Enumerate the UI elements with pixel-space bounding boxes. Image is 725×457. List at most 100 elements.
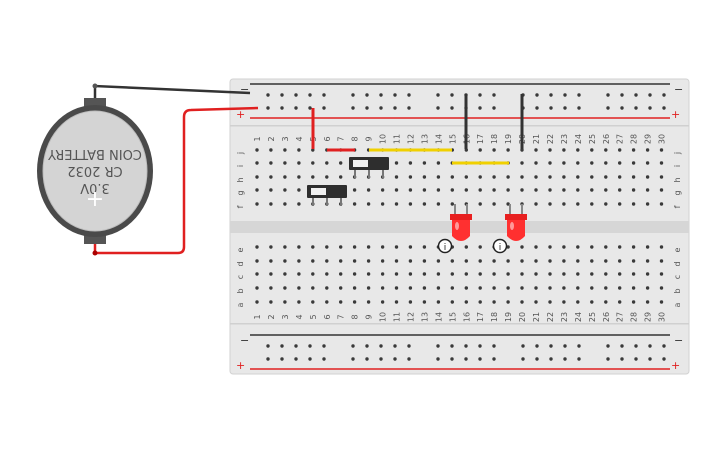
terminal-hole[interactable]	[297, 175, 301, 179]
rail-hole[interactable]	[407, 344, 411, 348]
terminal-hole[interactable]	[492, 259, 496, 263]
terminal-hole[interactable]	[492, 300, 496, 304]
terminal-hole[interactable]	[645, 188, 650, 192]
terminal-hole[interactable]	[534, 245, 538, 249]
terminal-hole[interactable]	[283, 272, 287, 276]
rail-hole[interactable]	[436, 344, 440, 348]
terminal-hole[interactable]	[631, 188, 636, 192]
terminal-hole[interactable]	[548, 202, 552, 206]
terminal-hole[interactable]	[590, 188, 594, 192]
rail-hole[interactable]	[308, 357, 312, 361]
rail-hole[interactable]	[450, 106, 454, 110]
rail-hole[interactable]	[492, 106, 496, 110]
rail-hole[interactable]	[577, 106, 581, 110]
terminal-hole[interactable]	[576, 188, 580, 192]
terminal-hole[interactable]	[352, 300, 357, 304]
terminal-hole[interactable]	[436, 300, 441, 304]
terminal-hole[interactable]	[422, 161, 427, 165]
terminal-hole[interactable]	[562, 148, 566, 152]
terminal-hole[interactable]	[506, 175, 510, 179]
terminal-hole[interactable]	[352, 286, 357, 290]
rail-hole[interactable]	[620, 344, 624, 348]
terminal-hole[interactable]	[325, 175, 329, 179]
rail-hole[interactable]	[365, 106, 369, 110]
terminal-hole[interactable]	[618, 300, 622, 304]
terminal-hole[interactable]	[645, 259, 650, 263]
rail-hole[interactable]	[662, 357, 666, 361]
rail-hole[interactable]	[634, 106, 638, 110]
terminal-hole[interactable]	[645, 272, 650, 276]
rail-hole[interactable]	[492, 357, 496, 361]
terminal-hole[interactable]	[520, 148, 524, 152]
terminal-hole[interactable]	[464, 300, 468, 304]
terminal-hole[interactable]	[590, 300, 594, 304]
terminal-hole[interactable]	[576, 272, 580, 276]
battery-negative-wire[interactable]	[93, 84, 251, 98]
terminal-hole[interactable]	[659, 286, 664, 290]
terminal-hole[interactable]	[520, 286, 524, 290]
terminal-hole[interactable]	[450, 175, 454, 179]
terminal-hole[interactable]	[297, 245, 301, 249]
rail-hole[interactable]	[308, 344, 312, 348]
rail-hole[interactable]	[563, 357, 567, 361]
terminal-hole[interactable]	[297, 272, 301, 276]
terminal-hole[interactable]	[422, 300, 427, 304]
rail-hole[interactable]	[351, 93, 355, 97]
terminal-hole[interactable]	[255, 245, 259, 249]
terminal-hole[interactable]	[450, 202, 454, 206]
terminal-hole[interactable]	[283, 161, 287, 165]
terminal-hole[interactable]	[464, 286, 468, 290]
terminal-hole[interactable]	[659, 259, 664, 263]
terminal-hole[interactable]	[618, 148, 622, 152]
terminal-hole[interactable]	[325, 259, 329, 263]
terminal-hole[interactable]	[422, 245, 427, 249]
terminal-hole[interactable]	[492, 202, 496, 206]
terminal-hole[interactable]	[436, 259, 441, 263]
terminal-hole[interactable]	[422, 272, 427, 276]
terminal-hole[interactable]	[506, 148, 510, 152]
terminal-hole[interactable]	[562, 286, 566, 290]
terminal-hole[interactable]	[325, 272, 329, 276]
terminal-hole[interactable]	[450, 286, 454, 290]
terminal-hole[interactable]	[269, 188, 273, 192]
rail-hole[interactable]	[393, 344, 397, 348]
rail-hole[interactable]	[266, 106, 270, 110]
terminal-hole[interactable]	[548, 188, 552, 192]
rail-hole[interactable]	[620, 357, 624, 361]
terminal-hole[interactable]	[618, 286, 622, 290]
terminal-hole[interactable]	[618, 175, 622, 179]
rail-hole[interactable]	[450, 93, 454, 97]
terminal-hole[interactable]	[534, 300, 538, 304]
rail-hole[interactable]	[407, 106, 411, 110]
terminal-hole[interactable]	[255, 202, 259, 206]
terminal-hole[interactable]	[464, 259, 468, 263]
terminal-hole[interactable]	[631, 259, 636, 263]
terminal-hole[interactable]	[325, 245, 329, 249]
terminal-hole[interactable]	[408, 300, 413, 304]
terminal-hole[interactable]	[325, 161, 329, 165]
terminal-hole[interactable]	[297, 161, 301, 165]
terminal-hole[interactable]	[590, 175, 594, 179]
terminal-hole[interactable]	[506, 202, 510, 206]
terminal-hole[interactable]	[380, 259, 385, 263]
terminal-hole[interactable]	[576, 259, 580, 263]
terminal-hole[interactable]	[631, 245, 636, 249]
terminal-hole[interactable]	[590, 148, 594, 152]
terminal-hole[interactable]	[255, 300, 259, 304]
rail-hole[interactable]	[407, 357, 411, 361]
rail-hole[interactable]	[308, 93, 312, 97]
terminal-hole[interactable]	[492, 148, 496, 152]
terminal-hole[interactable]	[450, 272, 454, 276]
terminal-hole[interactable]	[576, 286, 580, 290]
terminal-hole[interactable]	[339, 259, 343, 263]
rail-hole[interactable]	[294, 344, 298, 348]
rail-hole[interactable]	[464, 344, 468, 348]
rail-hole[interactable]	[407, 93, 411, 97]
rail-hole[interactable]	[436, 357, 440, 361]
rail-hole[interactable]	[365, 93, 369, 97]
terminal-hole[interactable]	[311, 161, 315, 165]
terminal-hole[interactable]	[659, 175, 664, 179]
switch-1-slider[interactable]	[353, 160, 368, 167]
terminal-hole[interactable]	[645, 245, 650, 249]
